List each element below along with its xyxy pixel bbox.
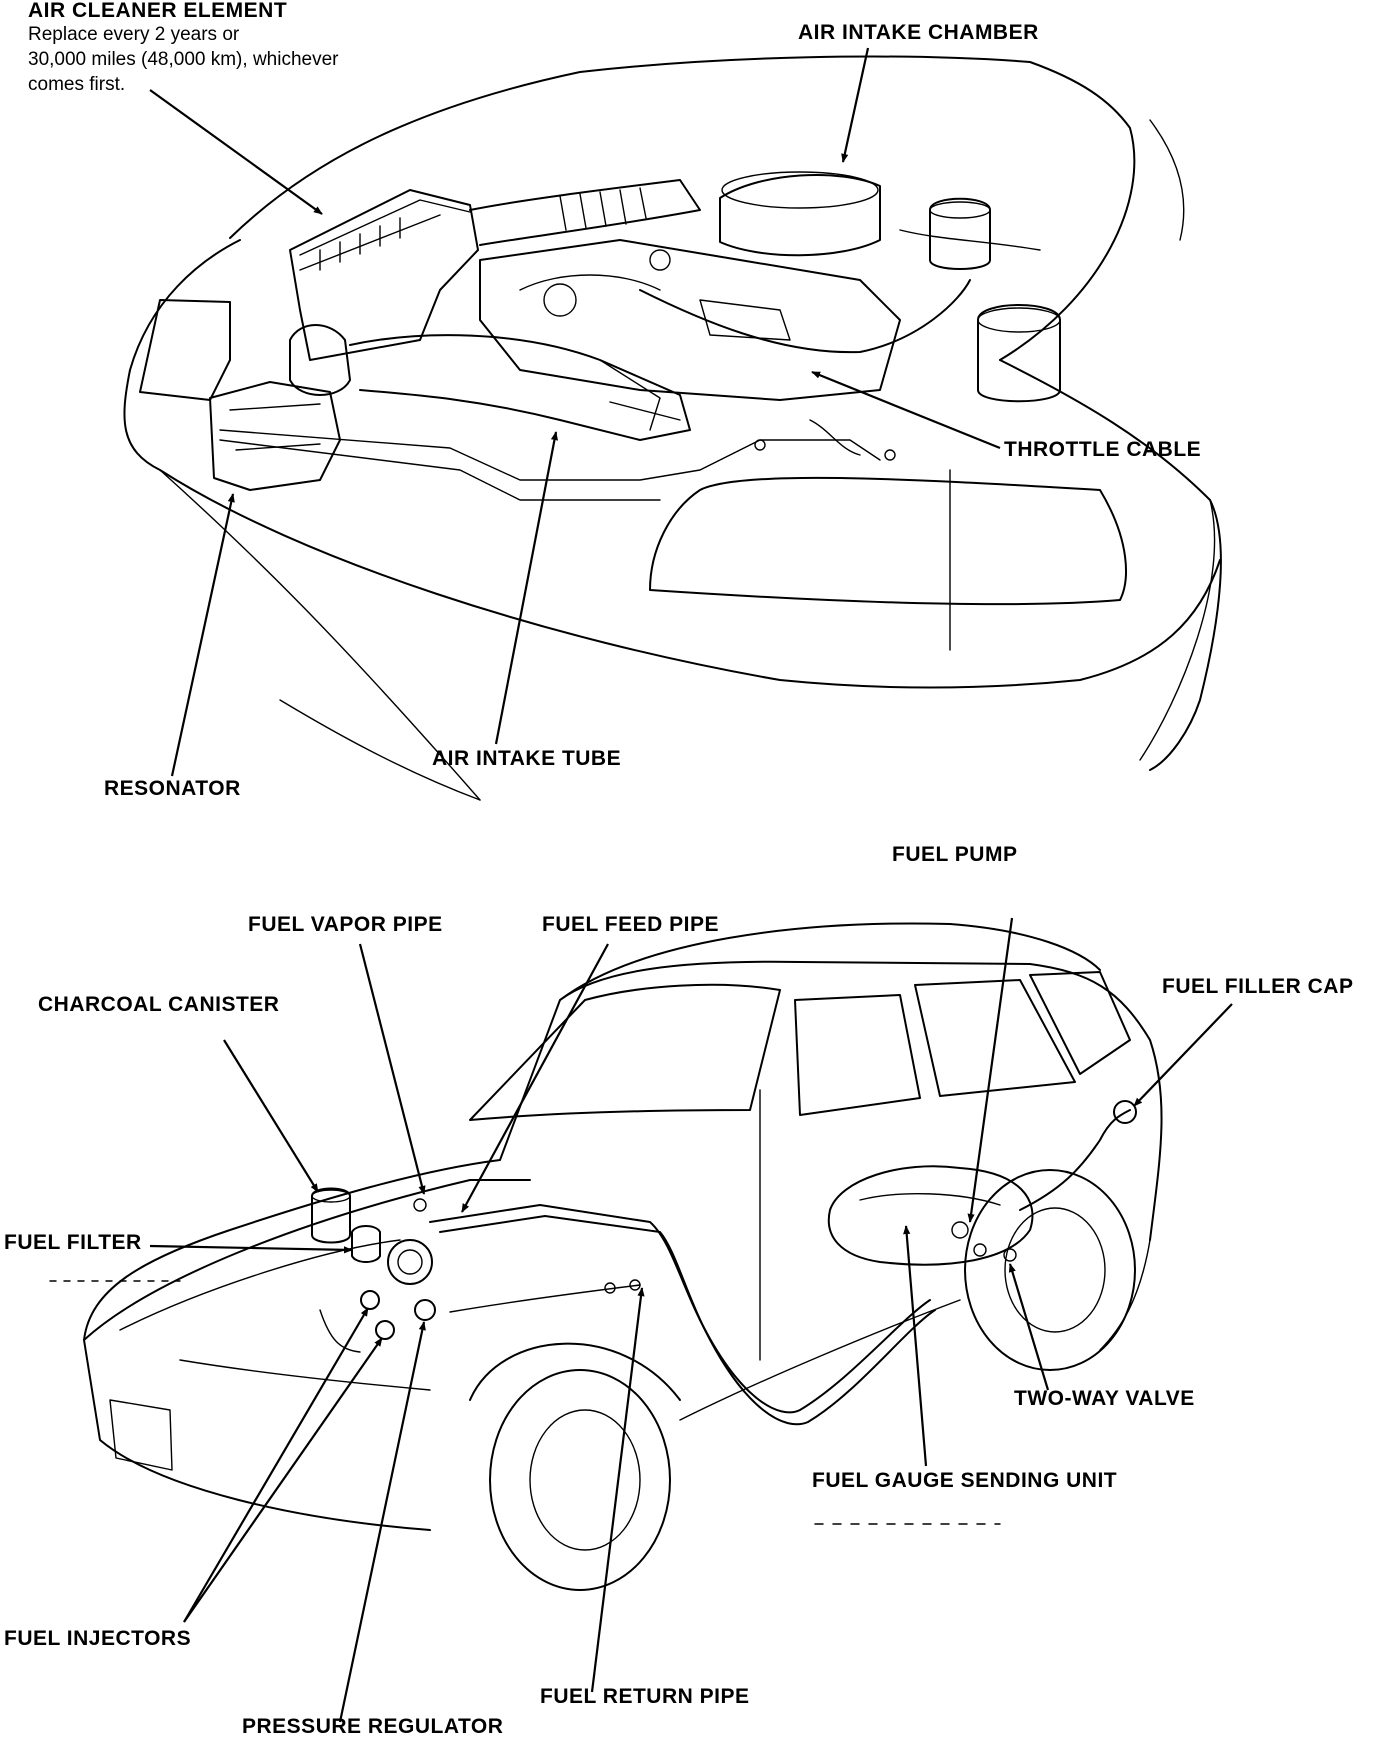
hood-outline	[229, 55, 1136, 361]
front-bumper	[83, 1339, 431, 1531]
fuel-leader-lines	[149, 917, 1233, 1723]
injector-2	[375, 1320, 395, 1340]
engine-block	[479, 239, 901, 401]
car-roof	[559, 922, 1101, 1001]
label-fuel-filler-cap: FUEL FILLER CAP	[1162, 975, 1354, 998]
side-window-rear	[914, 979, 1076, 1097]
fuel-system-illustration	[49, 922, 1163, 1591]
filler-neck	[1019, 1109, 1131, 1211]
air-intake-tube	[349, 334, 691, 441]
fuel-filter-body	[351, 1225, 381, 1263]
label-throttle-cable: THROTTLE CABLE	[1004, 438, 1202, 461]
throttle-cable	[639, 279, 971, 354]
injector-1	[360, 1290, 380, 1310]
label-air-cleaner-element: AIR CLEANER ELEMENT	[28, 0, 288, 22]
label-fuel-injectors: FUEL INJECTORS	[4, 1627, 192, 1650]
throttle-body	[387, 1239, 433, 1285]
right-headlight	[649, 476, 1127, 606]
side-window-front	[794, 994, 921, 1116]
front-wheel	[489, 1369, 671, 1591]
intake-elbow	[289, 324, 351, 396]
hood-front-edge	[129, 239, 241, 371]
air-intake-chamber	[719, 173, 881, 257]
left-headlight	[139, 299, 231, 401]
label-fuel-feed-pipe: FUEL FEED PIPE	[542, 913, 719, 936]
pressure-regulator-body	[414, 1299, 436, 1321]
engine-leader-lines	[149, 47, 1001, 777]
filler-cap	[1113, 1100, 1137, 1124]
label-fuel-filter: FUEL FILTER	[4, 1231, 142, 1254]
label-fuel-pump: FUEL PUMP	[892, 843, 1018, 866]
fuel-tank	[827, 1165, 1034, 1266]
brake-fluid-reservoir	[977, 304, 1061, 403]
note-air-cleaner-line-2: 30,000 miles (48,000 km), whichever	[28, 49, 339, 70]
note-air-cleaner-line-3: comes first.	[28, 74, 126, 95]
engine-compartment-illustration	[123, 55, 1222, 801]
coolant-reservoir	[929, 197, 991, 270]
label-resonator: RESONATOR	[104, 777, 241, 800]
label-air-intake-tube: AIR INTAKE TUBE	[432, 747, 622, 770]
fuel-return-line	[439, 1215, 936, 1426]
label-air-intake-chamber: AIR INTAKE CHAMBER	[798, 21, 1039, 44]
label-fuel-vapor-pipe: FUEL VAPOR PIPE	[248, 913, 443, 936]
note-air-cleaner-line-1: Replace every 2 years or	[28, 24, 240, 45]
label-fuel-gauge-sending-unit: FUEL GAUGE SENDING UNIT	[812, 1469, 1118, 1492]
fuel-feed-line	[429, 1204, 931, 1414]
label-fuel-return-pipe: FUEL RETURN PIPE	[540, 1685, 750, 1708]
resonator-box	[209, 381, 341, 491]
radiator-support	[219, 429, 881, 481]
intake-hose	[469, 179, 701, 246]
windshield	[469, 983, 781, 1121]
label-pressure-regulator: PRESSURE REGULATOR	[242, 1715, 504, 1738]
label-charcoal-canister: CHARCOAL CANISTER	[38, 993, 280, 1016]
right-fender	[999, 359, 1222, 771]
front-lower-contour	[159, 469, 481, 801]
charcoal-canister-body	[311, 1187, 351, 1244]
label-two-way-valve: TWO-WAY VALVE	[1014, 1387, 1195, 1410]
car-body-outline	[83, 960, 1163, 1341]
rear-wheel	[964, 1169, 1136, 1371]
rear-quarter-window	[1029, 971, 1131, 1075]
